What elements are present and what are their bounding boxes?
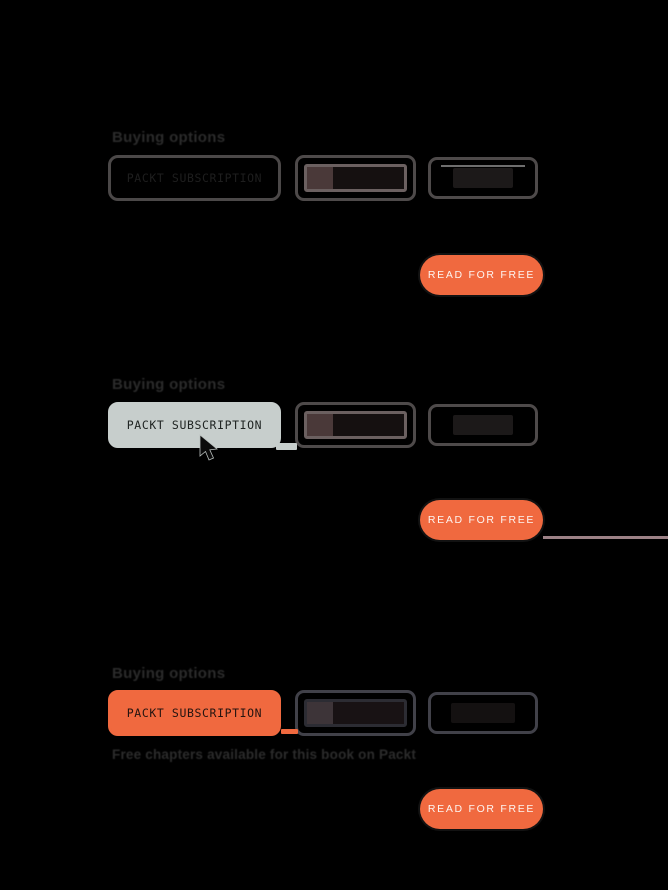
tab-packt-subscription-label: PACKT SUBSCRIPTION [126,418,263,432]
tab-packt-subscription-label: PACKT SUBSCRIPTION [126,706,263,720]
tab-option-2-content [304,411,407,439]
tab-option-3-topline [441,165,525,167]
tab-option-3[interactable] [428,157,538,199]
tab-option-2-accent [307,414,333,436]
section-heading: Buying options [112,376,226,393]
subscription-note-text: Free chapters available for this book on… [112,747,417,762]
tab-option-2-content [304,164,407,192]
tab-option-2[interactable] [295,402,416,448]
hover-tab-underline-extension [276,443,297,450]
read-for-free-button[interactable]: READ FOR FREE [420,500,543,540]
section-divider-line [543,536,668,539]
tab-option-2[interactable] [295,690,416,736]
tab-option-2-accent [307,167,333,189]
plan-tabs: PACKT SUBSCRIPTION [108,690,548,738]
section-heading: Buying options [112,129,226,146]
read-for-free-button[interactable]: READ FOR FREE [420,255,543,295]
section-heading: Buying options [112,665,226,682]
tab-option-3-label-placeholder [453,415,513,435]
tab-option-2-content [304,699,407,727]
selected-tab-underline-extension [281,729,298,734]
tab-option-2[interactable] [295,155,416,201]
tab-packt-subscription-hover[interactable]: PACKT SUBSCRIPTION [108,402,281,448]
tab-option-3-label-placeholder [451,703,515,723]
tab-packt-subscription[interactable]: PACKT SUBSCRIPTION [108,155,281,201]
pointer-arrow-icon [199,434,218,461]
tab-packt-subscription-label: PACKT SUBSCRIPTION [126,171,263,185]
tab-option-3-label-placeholder [453,168,513,188]
tab-packt-subscription-selected[interactable]: PACKT SUBSCRIPTION [108,690,281,736]
tab-option-3[interactable] [428,692,538,734]
plan-tabs: PACKT SUBSCRIPTION [108,402,548,450]
read-for-free-button[interactable]: READ FOR FREE [420,789,543,829]
tab-option-3[interactable] [428,404,538,446]
tab-option-2-accent [307,702,333,724]
plan-tabs: PACKT SUBSCRIPTION [108,155,548,203]
